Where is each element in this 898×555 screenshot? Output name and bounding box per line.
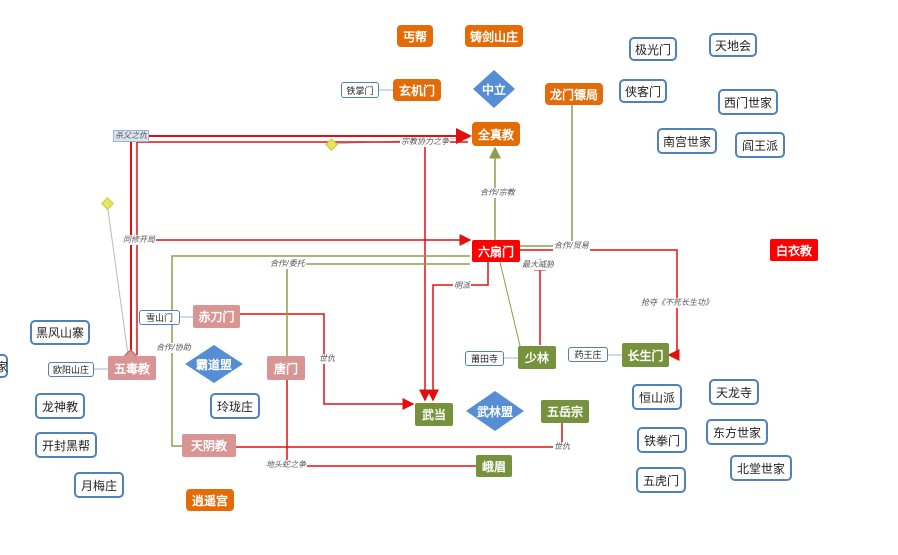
node-ouyang[interactable]: 欧阳山庄 — [48, 362, 94, 377]
node-badao-label: 霸道盟 — [195, 357, 232, 372]
edge-hezuo-maoyi — [520, 105, 573, 247]
node-wuhu[interactable]: 五虎门 — [636, 467, 686, 493]
edge-label-hezuo-xiezhu: 合作/协助 — [155, 343, 192, 353]
edge-shafu — [130, 136, 470, 358]
edge-label-yuanzhu: 宗教协力之争 — [400, 137, 450, 147]
node-kaifeng[interactable]: 开封黑帮 — [35, 432, 97, 458]
node-quanzhen[interactable]: 全真教 — [472, 122, 520, 146]
edge-label-xiuqi: 同修开局 — [122, 235, 156, 245]
node-changsheng[interactable]: 长生门 — [622, 343, 669, 367]
node-longmen[interactable]: 龙门镖局 — [545, 83, 603, 105]
node-tang[interactable]: 唐门 — [267, 356, 305, 380]
node-chidao[interactable]: 赤刀门 — [193, 305, 240, 328]
node-xuanji[interactable]: 玄机门 — [393, 79, 441, 101]
edge-label-hezuo-zongjiao: 合作/宗教 — [479, 188, 516, 198]
node-yaowang[interactable]: 药王庄 — [568, 347, 608, 362]
node-xueshan[interactable]: 雪山门 — [139, 310, 180, 325]
node-ximen[interactable]: 西门世家 — [718, 89, 778, 115]
edge-label-qiangduo: 抢夺《不死长生功》 — [640, 298, 714, 308]
node-wulin[interactable]: 武林盟 — [466, 391, 524, 431]
edge-guide-2 — [106, 202, 129, 356]
edge-label-dishou: 地头蛇之争 — [265, 460, 307, 470]
node-zhongli[interactable]: 中立 — [473, 70, 515, 108]
edge-liushan-shaolin — [499, 261, 521, 347]
node-baiyi[interactable]: 白衣教 — [770, 239, 818, 261]
node-tianlong[interactable]: 天龙寺 — [709, 379, 759, 405]
edge-label-chouren-tang: 世仇 — [318, 354, 336, 364]
node-wudu[interactable]: 五毒教 — [108, 356, 156, 380]
node-linglong[interactable]: 玲珑庄 — [210, 393, 260, 419]
node-zhujian[interactable]: 铸剑山庄 — [465, 25, 523, 47]
node-yuemei[interactable]: 月梅庄 — [74, 472, 124, 498]
node-jiguang[interactable]: 极光门 — [629, 37, 677, 61]
node-tiandi[interactable]: 天地会 — [709, 33, 757, 57]
edge-label-hezuo-weituo: 合作/委托 — [269, 259, 306, 269]
node-tianyin[interactable]: 天阴教 — [182, 434, 236, 457]
node-wudang[interactable]: 武当 — [415, 403, 453, 426]
node-nangong[interactable]: 南宫世家 — [657, 128, 717, 154]
node-xiake[interactable]: 侠客门 — [619, 79, 667, 103]
edge-label-zuidaweixie: 最大威胁 — [521, 260, 555, 270]
node-shaolin[interactable]: 少林 — [518, 346, 556, 369]
node-xuetu[interactable]: 血屠世家 — [0, 354, 8, 378]
edge-label-shafu: 杀父之仇 — [113, 130, 149, 142]
node-longshen[interactable]: 龙神教 — [35, 393, 85, 419]
node-liushan[interactable]: 六扇门 — [472, 240, 520, 262]
node-wuyue[interactable]: 五岳宗 — [541, 400, 589, 423]
node-yanwang[interactable]: 阎王派 — [735, 132, 785, 158]
node-putian[interactable]: 莆田寺 — [465, 351, 504, 366]
node-beitang[interactable]: 北堂世家 — [730, 455, 792, 481]
edge-label-chouren-wuyue: 世仇 — [553, 442, 571, 452]
node-hengshan[interactable]: 恒山派 — [632, 384, 682, 410]
edge-wudu-quanzhen-2 — [136, 141, 468, 355]
node-xiaoyao[interactable]: 逍遥宫 — [186, 489, 234, 511]
node-dongfang[interactable]: 东方世家 — [706, 419, 768, 445]
node-heifeng[interactable]: 黑风山寨 — [30, 320, 90, 345]
node-tiezhang[interactable]: 铁掌门 — [341, 82, 379, 98]
node-badao[interactable]: 霸道盟 — [185, 345, 243, 383]
node-tiequan[interactable]: 铁拳门 — [637, 427, 687, 453]
edge-hezuo-weituo — [286, 263, 470, 356]
node-zhongli-label: 中立 — [481, 82, 506, 97]
node-gaibang[interactable]: 丐帮 — [397, 25, 433, 47]
edge-label-hezuo-maoyi: 合作/贸易 — [553, 241, 590, 251]
node-emei[interactable]: 峨眉 — [476, 455, 512, 477]
edge-label-mingpai: 明派 — [453, 281, 471, 291]
node-wulin-label: 武林盟 — [476, 404, 513, 419]
